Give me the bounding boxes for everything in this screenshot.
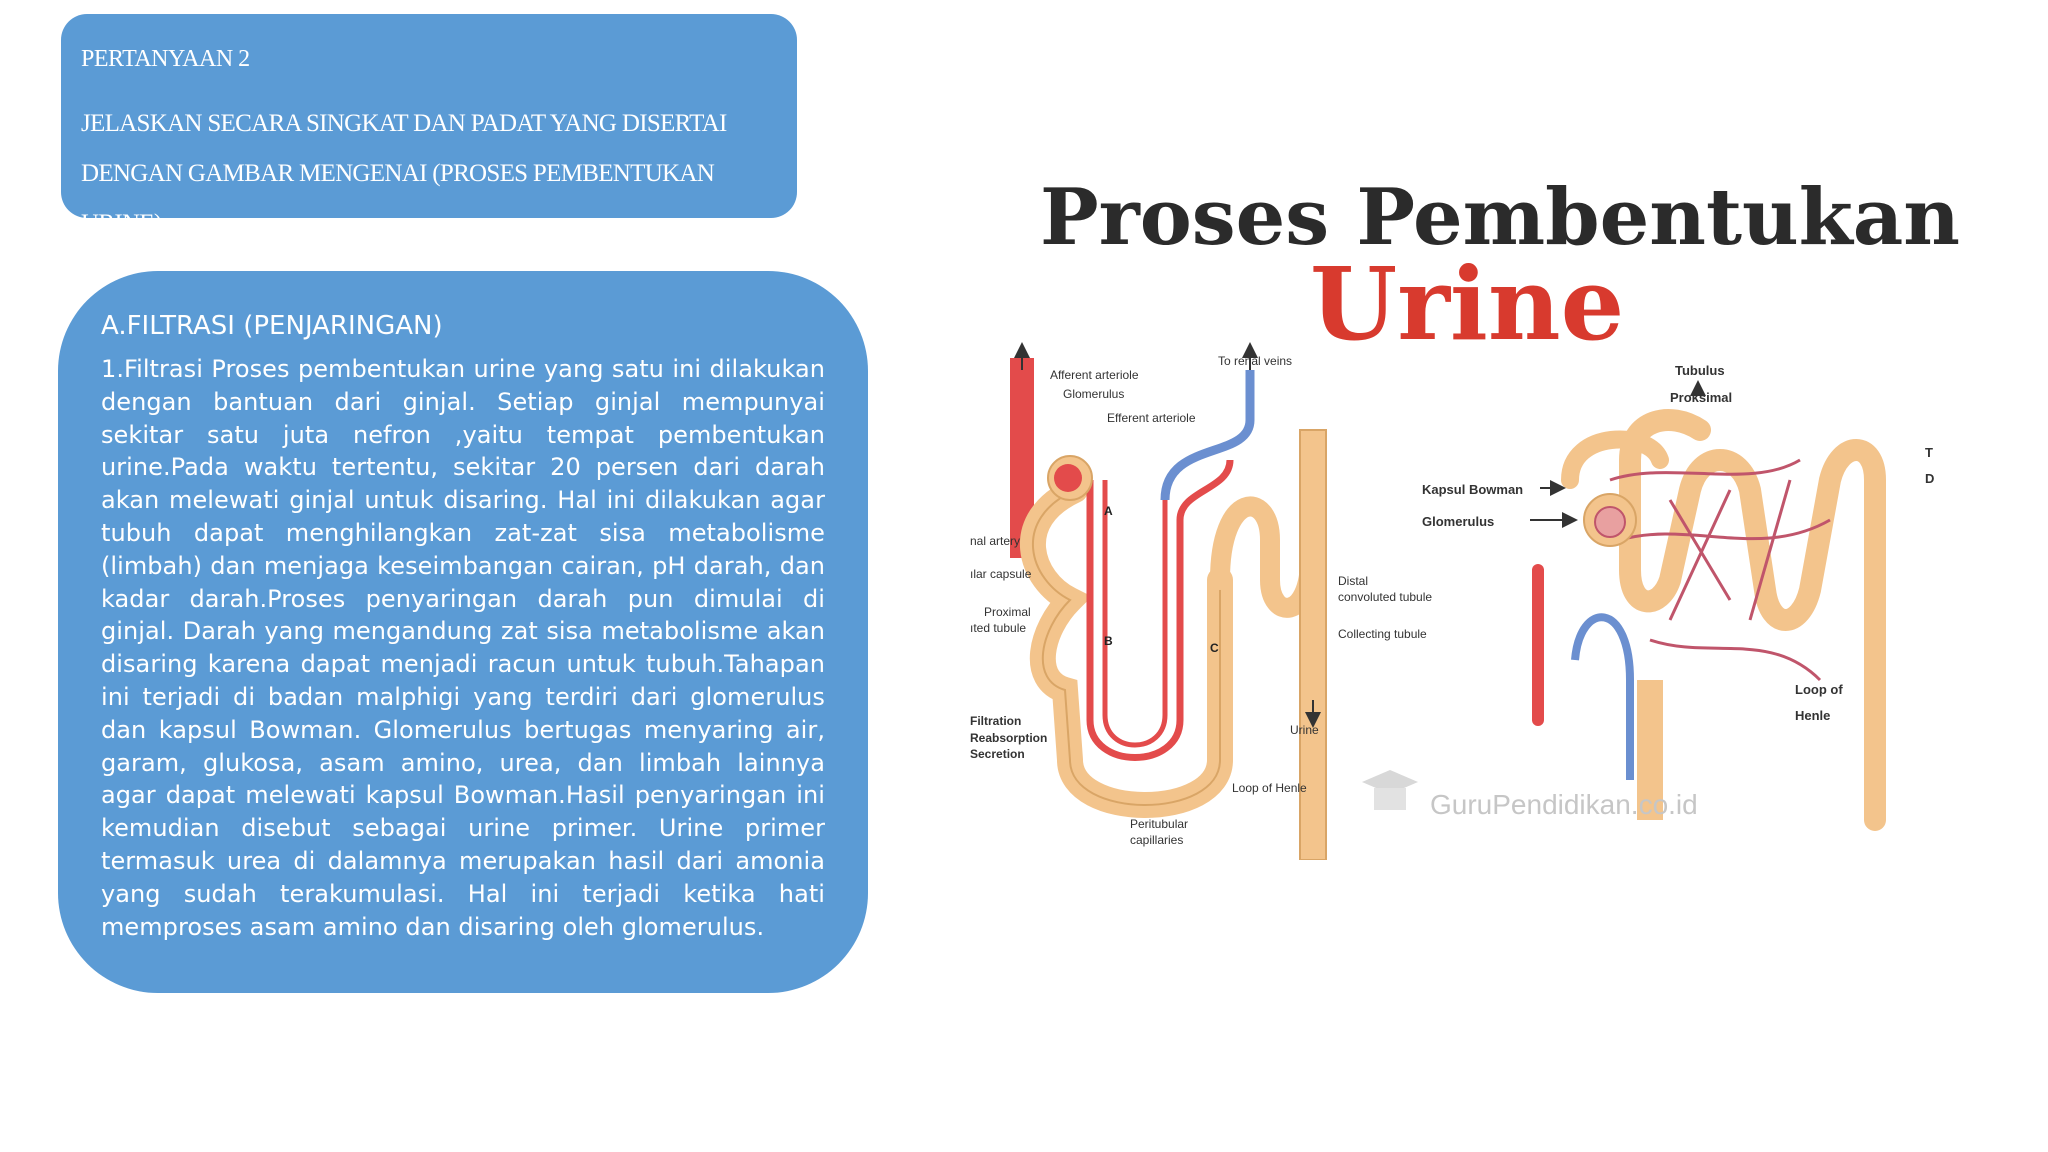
label-henle: Henle <box>1795 708 1830 723</box>
question-text: JELASKAN SECARA SINGKAT DAN PADAT YANG D… <box>81 110 727 237</box>
label-peritubular: Peritubular <box>1130 817 1188 831</box>
right-nephron: Tubulus Proksimal Kapsul Bowman Glomerul… <box>1422 363 1934 831</box>
right-capillary-network <box>1609 458 1831 682</box>
mark-c: C <box>1210 641 1219 655</box>
answer-box: A.FILTRASI (PENJARINGAN) 1.Filtrasi Pros… <box>58 271 868 993</box>
label-glomerulus-left: Glomerulus <box>1063 387 1124 401</box>
label-afferent-arteriole: Afferent arteriole <box>1050 368 1139 382</box>
answer-body: 1.Filtrasi Proses pembentukan urine yang… <box>101 355 825 941</box>
label-t: T <box>1925 445 1933 460</box>
peritubular-capillary <box>1086 459 1234 761</box>
label-distal-tubule: convoluted tubule <box>1338 590 1432 604</box>
label-proximal: Proximal <box>984 605 1031 619</box>
question-number: PERTANYAAN 2 <box>81 46 250 72</box>
label-collecting-tubule: Collecting tubule <box>1338 627 1427 641</box>
label-efferent-arteriole: Efferent arteriole <box>1107 411 1196 425</box>
distal-tubule-shape <box>1210 495 1320 618</box>
label-distal: Distal <box>1338 574 1368 588</box>
label-loop-of-henle: Loop of Henle <box>1232 781 1307 795</box>
label-secretion: Secretion <box>970 747 1025 761</box>
label-capsule: ılar capsule <box>970 567 1032 581</box>
left-nephron: Afferent arteriole Glomerulus Efferent a… <box>970 342 1432 860</box>
right-tubule-shape <box>1619 409 1886 831</box>
nephron-diagram: Afferent arteriole Glomerulus Efferent a… <box>970 342 1934 860</box>
label-loop-of: Loop of <box>1795 682 1843 697</box>
figure-title-line1: Proses Pembentukan <box>1040 172 1961 263</box>
mark-a: A <box>1104 504 1113 518</box>
watermark-text: GuruPendidikan.co.id <box>1430 789 1698 820</box>
label-proksimal: Proksimal <box>1670 390 1732 405</box>
label-kapsul-bowman: Kapsul Bowman <box>1422 482 1523 497</box>
label-reabsorption: Reabsorption <box>970 731 1047 745</box>
watermark: GuruPendidikan.co.id <box>1362 770 1698 820</box>
collecting-tubule-shape <box>1299 429 1327 860</box>
label-urine: Urine <box>1290 723 1319 737</box>
right-vein <box>1571 613 1634 780</box>
renal-vein-vessel <box>1160 370 1255 501</box>
right-glomerulus <box>1594 506 1626 538</box>
figure-title-line2: Urine <box>1310 245 1625 363</box>
label-peritubular-capillaries: capillaries <box>1130 833 1183 847</box>
mark-b: B <box>1104 634 1113 648</box>
label-renal-artery: nal artery <box>970 534 1020 548</box>
label-glomerulus-right: Glomerulus <box>1422 514 1494 529</box>
urine-formation-figure: Proses Pembentukan Urine <box>970 160 1970 860</box>
glomerulus-shape <box>1054 464 1082 492</box>
label-proximal-tubule: ıted tubule <box>970 621 1026 635</box>
answer-heading: A.FILTRASI (PENJARINGAN) <box>101 311 443 341</box>
question-box: PERTANYAAN 2 JELASKAN SECARA SINGKAT DAN… <box>61 14 797 237</box>
label-tubulus: Tubulus <box>1675 363 1725 378</box>
label-filtration: Filtration <box>970 714 1021 728</box>
label-d: D <box>1925 471 1934 486</box>
label-renal-veins: To renal veins <box>1218 354 1292 368</box>
